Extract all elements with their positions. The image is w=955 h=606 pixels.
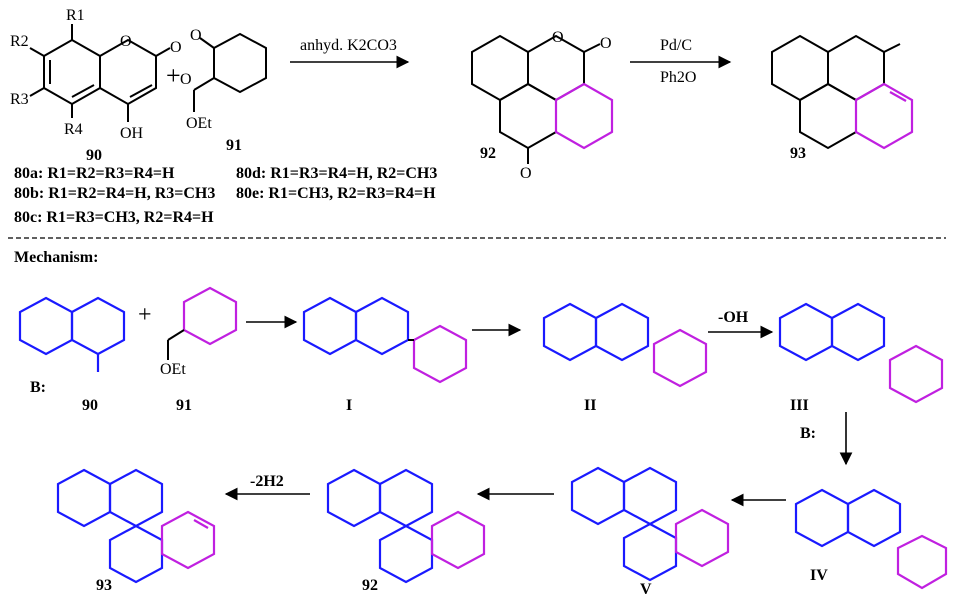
intermediate-III-structure — [778, 302, 944, 404]
oet-91: OEt — [186, 115, 212, 132]
r1-90: R1 — [66, 7, 85, 24]
substituent-80e: 80e: R1=CH3, R2=R3=R4=H — [236, 185, 436, 202]
carbonyl-o-90: O — [170, 39, 182, 56]
co-o-92: O — [600, 35, 612, 52]
ketone-o-91: O — [190, 27, 202, 44]
compound-93-structure — [771, 34, 914, 150]
substituent-80d: 80d: R1=R3=R4=H, R2=CH3 — [236, 165, 437, 182]
mech-label-92: 92 — [362, 577, 378, 594]
reagent-pdc: Pd/C — [660, 37, 692, 54]
intermediate-I-structure — [302, 296, 468, 384]
hydroxide-label: -OH — [718, 309, 749, 326]
substituent-80b: 80b: R1=R2=R4=H, R3=CH3 — [14, 185, 215, 202]
compound-90-structure — [29, 24, 171, 122]
intermediate-V-structure — [570, 466, 730, 582]
r3-90: R3 — [10, 91, 29, 108]
compound-92-structure — [471, 34, 614, 164]
mech-label-91: 91 — [176, 397, 192, 414]
reagent-ph2o: Ph2O — [660, 69, 696, 86]
label-92: 92 — [480, 145, 496, 162]
mech-91-structure — [167, 286, 238, 360]
intermediate-IV-structure — [794, 488, 948, 590]
r2-90: R2 — [10, 33, 29, 50]
base-b-2: B: — [800, 425, 816, 442]
ester-o-91: O — [180, 71, 192, 88]
mech-label-II: II — [584, 397, 596, 414]
mechanism-heading: Mechanism: — [14, 249, 98, 266]
lactone-o-92: O — [520, 165, 532, 182]
mech-label-IV: IV — [810, 567, 828, 584]
mech-label-90: 90 — [82, 397, 98, 414]
ring-o-92: O — [552, 29, 564, 46]
plus-sign: + — [166, 61, 181, 90]
ring-oxygen-90: O — [120, 33, 132, 50]
reagent-k2co3: anhyd. K2CO3 — [300, 37, 397, 54]
oh-90: OH — [120, 125, 144, 142]
minus-2h2-label: -2H2 — [250, 473, 284, 490]
substituent-80a: 80a: R1=R2=R3=R4=H — [14, 165, 175, 182]
mech-label-V: V — [640, 581, 652, 598]
base-b-1: B: — [30, 379, 46, 396]
mech-plus: + — [138, 302, 152, 328]
mech-label-III: III — [790, 397, 809, 414]
mech-92-structure — [326, 468, 486, 584]
label-93: 93 — [790, 145, 806, 162]
mech-90-structure — [18, 296, 126, 372]
intermediate-II-structure — [542, 302, 708, 388]
mech-label-93: 93 — [96, 577, 112, 594]
mech-label-I: I — [346, 397, 352, 414]
mech-oet-91: OEt — [160, 361, 186, 378]
substituent-80c: 80c: R1=R3=CH3, R2=R4=H — [14, 209, 214, 226]
label-90: 90 — [86, 147, 102, 164]
label-91: 91 — [226, 137, 242, 154]
r4-90: R4 — [64, 121, 83, 138]
mech-93-structure — [56, 468, 216, 584]
compound-91-structure — [193, 32, 267, 112]
